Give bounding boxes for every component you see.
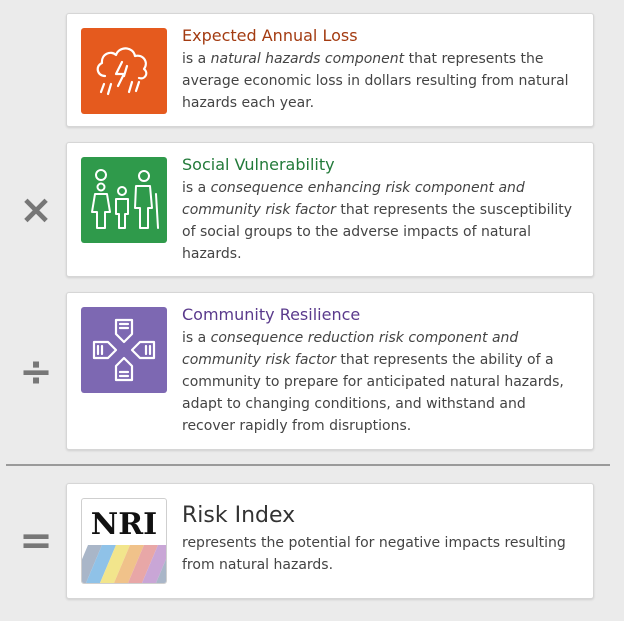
card-text: Social Vulnerability is a consequence en…	[182, 154, 577, 265]
card-text: Expected Annual Loss is a natural hazard…	[182, 25, 577, 114]
nri-logo-text: NRI	[90, 507, 158, 542]
card-title: Expected Annual Loss	[182, 26, 358, 45]
card-text: Risk Index represents the potential for …	[182, 501, 577, 576]
family-people-icon	[81, 157, 167, 243]
card-description: is a natural hazards component that repr…	[182, 51, 569, 111]
equals-operator: =	[19, 518, 53, 564]
card-description: represents the potential for negative im…	[182, 535, 566, 573]
card-title: Risk Index	[182, 503, 296, 528]
storm-cloud-icon	[81, 28, 167, 114]
card-title: Community Resilience	[182, 305, 361, 324]
card-community-resilience: Community Resilience is a consequence re…	[66, 292, 594, 450]
divide-operator: ÷	[19, 349, 53, 395]
card-description: is a consequence enhancing risk componen…	[182, 180, 573, 262]
divider-line	[6, 464, 610, 466]
multiply-operator: ×	[19, 187, 53, 233]
card-description: is a consequence reduction risk componen…	[182, 330, 564, 434]
nri-logo: NRI	[81, 498, 167, 584]
card-risk-index: NRI Risk Index represents the potential …	[66, 483, 594, 599]
joined-hands-icon	[81, 307, 167, 393]
card-social-vulnerability: Social Vulnerability is a consequence en…	[66, 142, 594, 277]
card-expected-annual-loss: Expected Annual Loss is a natural hazard…	[66, 13, 594, 127]
nri-logo-stripes	[82, 545, 166, 583]
card-text: Community Resilience is a consequence re…	[182, 304, 577, 437]
card-title: Social Vulnerability	[182, 155, 335, 174]
